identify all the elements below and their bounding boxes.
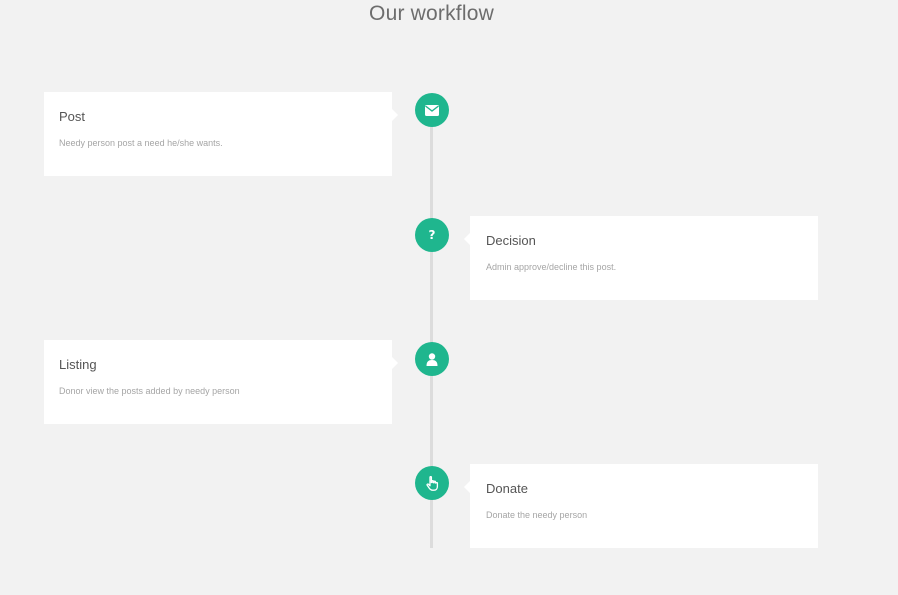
question-glyph: ?: [428, 228, 436, 242]
timeline-card-decision: Decision Admin approve/decline this post…: [464, 216, 818, 300]
timeline-line: [430, 108, 433, 548]
card-description: Needy person post a need he/she wants.: [59, 138, 223, 148]
card-title: Decision: [486, 233, 536, 248]
hand-pointer-icon: [415, 466, 449, 500]
card-title: Listing: [59, 357, 97, 372]
card-description: Donor view the posts added by needy pers…: [59, 386, 240, 396]
timeline-card-listing: Listing Donor view the posts added by ne…: [44, 340, 398, 424]
card-title: Post: [59, 109, 86, 124]
timeline-card-donate: Donate Donate the needy person: [464, 464, 818, 548]
timeline-card-post: Post Needy person post a need he/she wan…: [44, 92, 398, 176]
card-title: Donate: [486, 481, 528, 496]
envelope-icon: [415, 93, 449, 127]
card-description: Donate the needy person: [486, 510, 588, 520]
question-icon: ?: [415, 218, 449, 252]
card-description: Admin approve/decline this post.: [486, 262, 617, 272]
user-icon: [415, 342, 449, 376]
section-title: Our workflow: [369, 2, 494, 25]
